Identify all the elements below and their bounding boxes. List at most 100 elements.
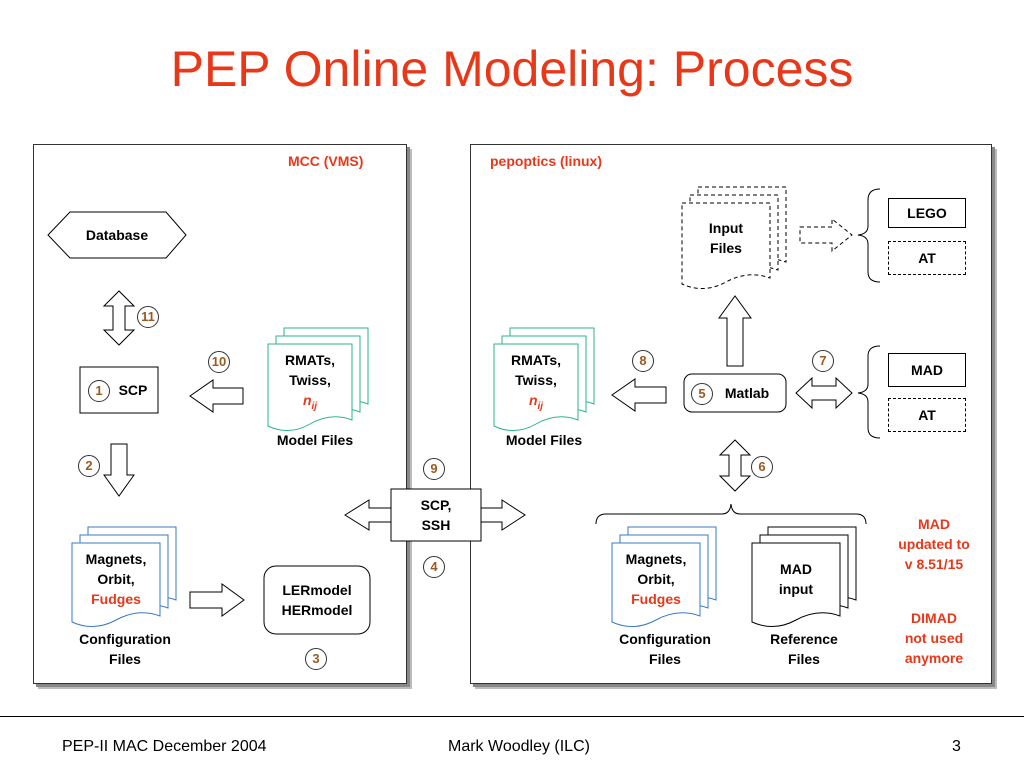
input-files-stack (681, 186, 787, 289)
right-config-line2: Orbit, (637, 571, 675, 587)
step-badge-11: 11 (137, 306, 159, 328)
step-badge-5: 5 (691, 383, 713, 405)
brace-mad-at (857, 345, 881, 439)
input-files-text: Input Files (682, 218, 770, 258)
arrow-10-left (189, 379, 244, 413)
arrow-7-double (795, 376, 853, 410)
transfer-line1: SCP, (420, 497, 452, 513)
mad-box: MAD (888, 353, 966, 387)
reference-caption-1: Reference (770, 631, 838, 647)
right-config-caption: Configuration Files (595, 629, 735, 669)
left-model-files-line1: RMATs, (284, 352, 336, 368)
left-model-files-stack (267, 327, 369, 431)
ler-her-model-text: LERmodel HERmodel (264, 580, 370, 620)
step-badge-10: 10 (208, 351, 230, 373)
step-badge-6: 6 (751, 456, 773, 478)
mad-input-line1: MAD (780, 561, 812, 577)
right-model-files-caption: Model Files (505, 432, 583, 448)
right-model-files-line1: RMATs, (510, 352, 562, 368)
database-shape (47, 211, 187, 259)
input-files-line1: Input (708, 220, 744, 236)
reference-caption-2: Files (788, 651, 820, 667)
at-mid-box: AT (888, 398, 966, 432)
at-top-box: AT (888, 241, 966, 275)
left-config-line1: Magnets, (85, 551, 147, 567)
right-model-files-stack (493, 327, 595, 431)
right-model-files-sub: ij (537, 400, 544, 412)
input-files-line2: Files (710, 240, 742, 256)
brace-reference (595, 503, 867, 525)
arrow-8-left (611, 378, 667, 412)
step-badge-9: 9 (423, 458, 445, 480)
left-config-files-stack (71, 526, 177, 627)
matlab-box (683, 373, 787, 413)
footer-page-number: 3 (952, 738, 961, 755)
step-badge-4: 4 (423, 556, 445, 578)
mad-note-line1: MAD (918, 516, 950, 532)
scp-label: SCP (118, 382, 148, 398)
arrow-transfer-right (480, 499, 526, 531)
left-config-caption: Configuration Files (55, 629, 195, 669)
mad-note-line3: v 8.51/15 (904, 556, 964, 572)
dimad-note-line2: not used (904, 630, 964, 646)
right-model-files-text: RMATs, Twiss, nij (494, 350, 578, 417)
left-model-files-sub: ij (311, 400, 318, 412)
brace-lego-at (857, 188, 881, 283)
page-title: PEP Online Modeling: Process (170, 41, 854, 97)
her-model-label: HERmodel (281, 602, 353, 618)
mad-input-text: MAD input (752, 559, 840, 599)
transfer-box (390, 488, 482, 542)
dimad-note-line3: anymore (904, 650, 964, 666)
mad-input-line2: input (778, 581, 814, 597)
right-config-caption-2: Files (649, 651, 681, 667)
footer-center: Mark Woodley (ILC) (448, 738, 590, 755)
step-badge-7: 7 (812, 350, 834, 372)
database-label: Database (85, 227, 149, 243)
mad-input-stack (751, 526, 857, 627)
left-model-files-line2: Twiss, (289, 372, 331, 388)
step-badge-1: 1 (88, 380, 110, 402)
step-badge-3: 3 (305, 648, 327, 670)
step-badge-8: 8 (632, 350, 654, 372)
arrow-dashed-right (799, 217, 853, 253)
transfer-text: SCP, SSH (391, 495, 481, 535)
right-config-files-text: Magnets, Orbit, Fudges (612, 549, 700, 609)
right-model-files-line2: Twiss, (515, 372, 557, 388)
dimad-note-line1: DIMAD (911, 610, 957, 626)
arrow-6-double-vertical (718, 439, 752, 492)
transfer-line2: SSH (421, 517, 451, 533)
arrow-11-double-vertical (102, 290, 136, 346)
right-config-line1: Magnets, (625, 551, 687, 567)
left-config-line2: Orbit, (97, 571, 135, 587)
left-config-files-text: Magnets, Orbit, Fudges (72, 549, 160, 609)
right-model-files-n: n (528, 392, 538, 408)
ler-model-label: LERmodel (282, 582, 352, 598)
left-model-files-n: n (302, 392, 312, 408)
mad-note-line2: updated to (898, 536, 970, 552)
left-config-caption-2: Files (109, 651, 141, 667)
footer-rule (0, 716, 1024, 717)
step-badge-2: 2 (78, 455, 100, 477)
matlab-label: Matlab (724, 385, 770, 401)
left-config-caption-1: Configuration (79, 631, 171, 647)
right-config-files-stack (611, 526, 717, 627)
left-model-files-caption: Model Files (276, 432, 354, 448)
right-model-files-line3: nij (494, 390, 578, 417)
left-config-line3: Fudges (91, 591, 141, 607)
ler-her-model-box (263, 565, 371, 635)
right-config-line3: Fudges (631, 591, 681, 607)
arrow-2-down (103, 443, 135, 497)
arrow-config-to-model (189, 583, 245, 617)
reference-caption: Reference Files (744, 629, 864, 669)
footer-left: PEP-II MAC December 2004 (62, 738, 267, 755)
mad-update-note: MAD updated to v 8.51/15 (878, 514, 990, 574)
left-model-files-line3: nij (268, 390, 352, 417)
left-model-files-text: RMATs, Twiss, nij (268, 350, 352, 417)
mcc-panel-title: MCC (VMS) (288, 153, 364, 169)
arrow-up-input (718, 295, 752, 367)
arrow-transfer-double (344, 499, 392, 531)
right-config-caption-1: Configuration (619, 631, 711, 647)
pepoptics-panel-title: pepoptics (linux) (490, 153, 602, 169)
lego-box: LEGO (888, 198, 966, 228)
